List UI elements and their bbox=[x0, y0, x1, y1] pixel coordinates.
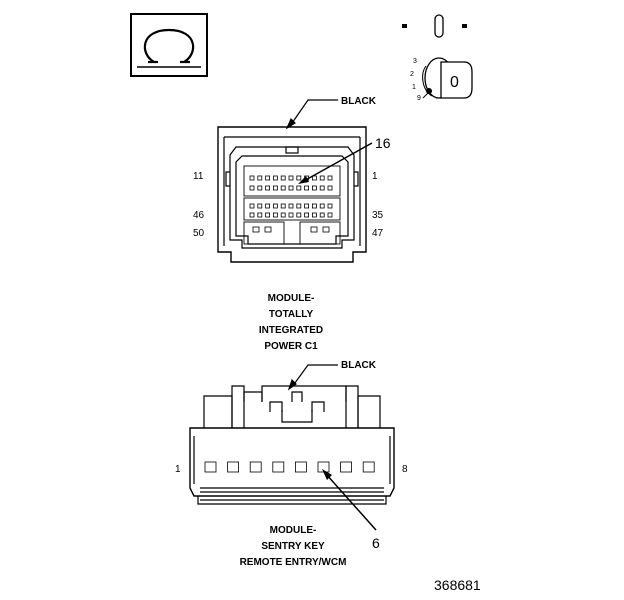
pin-cavity bbox=[317, 461, 330, 473]
ignition-position-9: 9 bbox=[417, 95, 421, 102]
pin-cavity bbox=[249, 185, 255, 191]
pin-cavity bbox=[304, 212, 310, 218]
pin-cavity bbox=[327, 175, 333, 181]
c1-title: MODULE- TOTALLY INTEGRATED POWER C1 bbox=[259, 293, 323, 352]
pin-cavity bbox=[257, 175, 263, 181]
ignition-position-2: 2 bbox=[410, 71, 414, 78]
connector-c1 bbox=[217, 99, 373, 263]
pin-cavity bbox=[327, 203, 333, 209]
pin-cavity bbox=[264, 226, 272, 233]
c1-pin-label-mid-right: 35 bbox=[372, 210, 384, 221]
connector-c1-pin-cavities bbox=[249, 175, 333, 233]
pin-cavity bbox=[265, 175, 271, 181]
pin-cavity bbox=[304, 175, 310, 181]
c1-pin-label-mid-left: 46 bbox=[193, 210, 205, 221]
pin-cavity bbox=[272, 175, 278, 181]
skreem-callout-pin: 6 bbox=[372, 535, 380, 551]
connector-skreem bbox=[189, 364, 395, 531]
c1-title-line: TOTALLY bbox=[269, 309, 314, 320]
pin-cavity bbox=[272, 212, 278, 218]
pin-cavity bbox=[280, 185, 286, 191]
ohm-symbol-icon bbox=[130, 13, 208, 77]
pin-cavity bbox=[257, 212, 263, 218]
c1-title-line: POWER C1 bbox=[264, 341, 318, 352]
skreem-pin-label-left: 1 bbox=[175, 464, 181, 475]
pin-cavity bbox=[288, 175, 294, 181]
pin-cavity bbox=[288, 203, 294, 209]
c1-pin-label-bottom-right: 47 bbox=[372, 228, 384, 239]
c1-title-line: MODULE- bbox=[268, 293, 315, 304]
pin-cavity bbox=[362, 461, 375, 473]
pin-cavity bbox=[296, 212, 302, 218]
pin-cavity bbox=[294, 461, 307, 473]
c1-pin-label-top-left: 11 bbox=[193, 171, 204, 182]
ignition-position-1: 1 bbox=[412, 84, 416, 91]
ignition-key-icon: 0 3 2 1 9 bbox=[402, 14, 473, 102]
pin-cavity bbox=[280, 212, 286, 218]
ignition-position-3: 3 bbox=[413, 58, 417, 65]
pin-cavity bbox=[327, 212, 333, 218]
pin-cavity bbox=[265, 203, 271, 209]
pin-cavity bbox=[311, 203, 317, 209]
pin-cavity bbox=[288, 185, 294, 191]
pin-cavity bbox=[249, 175, 255, 181]
pin-cavity bbox=[204, 461, 217, 473]
c1-color-label: BLACK bbox=[341, 96, 377, 107]
connector-skreem-pin-cavities bbox=[204, 461, 375, 473]
pin-cavity bbox=[311, 185, 317, 191]
skreem-title-line: SENTRY KEY bbox=[261, 541, 325, 552]
pin-cavity bbox=[310, 226, 318, 233]
pin-cavity bbox=[227, 461, 240, 473]
pin-cavity bbox=[257, 185, 263, 191]
pin-cavity bbox=[272, 185, 278, 191]
pin-cavity bbox=[319, 185, 325, 191]
pin-cavity bbox=[280, 175, 286, 181]
pin-cavity bbox=[296, 175, 302, 181]
pin-cavity bbox=[296, 185, 302, 191]
skreem-title: MODULE- SENTRY KEY REMOTE ENTRY/WCM bbox=[240, 525, 347, 568]
pin-cavity bbox=[296, 203, 302, 209]
c1-title-line: INTEGRATED bbox=[259, 325, 323, 336]
c1-pin-label-bottom-left: 50 bbox=[193, 228, 205, 239]
pin-cavity bbox=[280, 203, 286, 209]
pin-cavity bbox=[319, 203, 325, 209]
pin-cavity bbox=[265, 212, 271, 218]
skreem-title-line: MODULE- bbox=[270, 525, 317, 536]
skreem-color-label: BLACK bbox=[341, 360, 377, 371]
pin-cavity bbox=[319, 175, 325, 181]
pin-cavity bbox=[327, 185, 333, 191]
pin-cavity bbox=[257, 203, 263, 209]
figure-number: 368681 bbox=[434, 577, 481, 593]
ignition-key-glyph: 0 bbox=[450, 74, 459, 91]
skreem-pin-label-right: 8 bbox=[402, 464, 408, 475]
pin-cavity bbox=[249, 461, 262, 473]
pin-cavity bbox=[304, 185, 310, 191]
pin-cavity bbox=[311, 212, 317, 218]
pin-cavity bbox=[311, 175, 317, 181]
pin-cavity bbox=[288, 212, 294, 218]
pin-cavity bbox=[319, 212, 325, 218]
pin-cavity bbox=[249, 212, 255, 218]
pin-cavity bbox=[249, 203, 255, 209]
pin-cavity bbox=[322, 226, 330, 233]
pin-cavity bbox=[265, 185, 271, 191]
pin-cavity bbox=[340, 461, 353, 473]
c1-pin-label-top-right: 1 bbox=[372, 171, 378, 182]
pin-cavity bbox=[252, 226, 260, 233]
pin-cavity bbox=[272, 461, 285, 473]
c1-callout-pin: 16 bbox=[375, 135, 391, 151]
pin-cavity bbox=[304, 203, 310, 209]
pin-cavity bbox=[272, 203, 278, 209]
skreem-title-line: REMOTE ENTRY/WCM bbox=[240, 557, 347, 568]
